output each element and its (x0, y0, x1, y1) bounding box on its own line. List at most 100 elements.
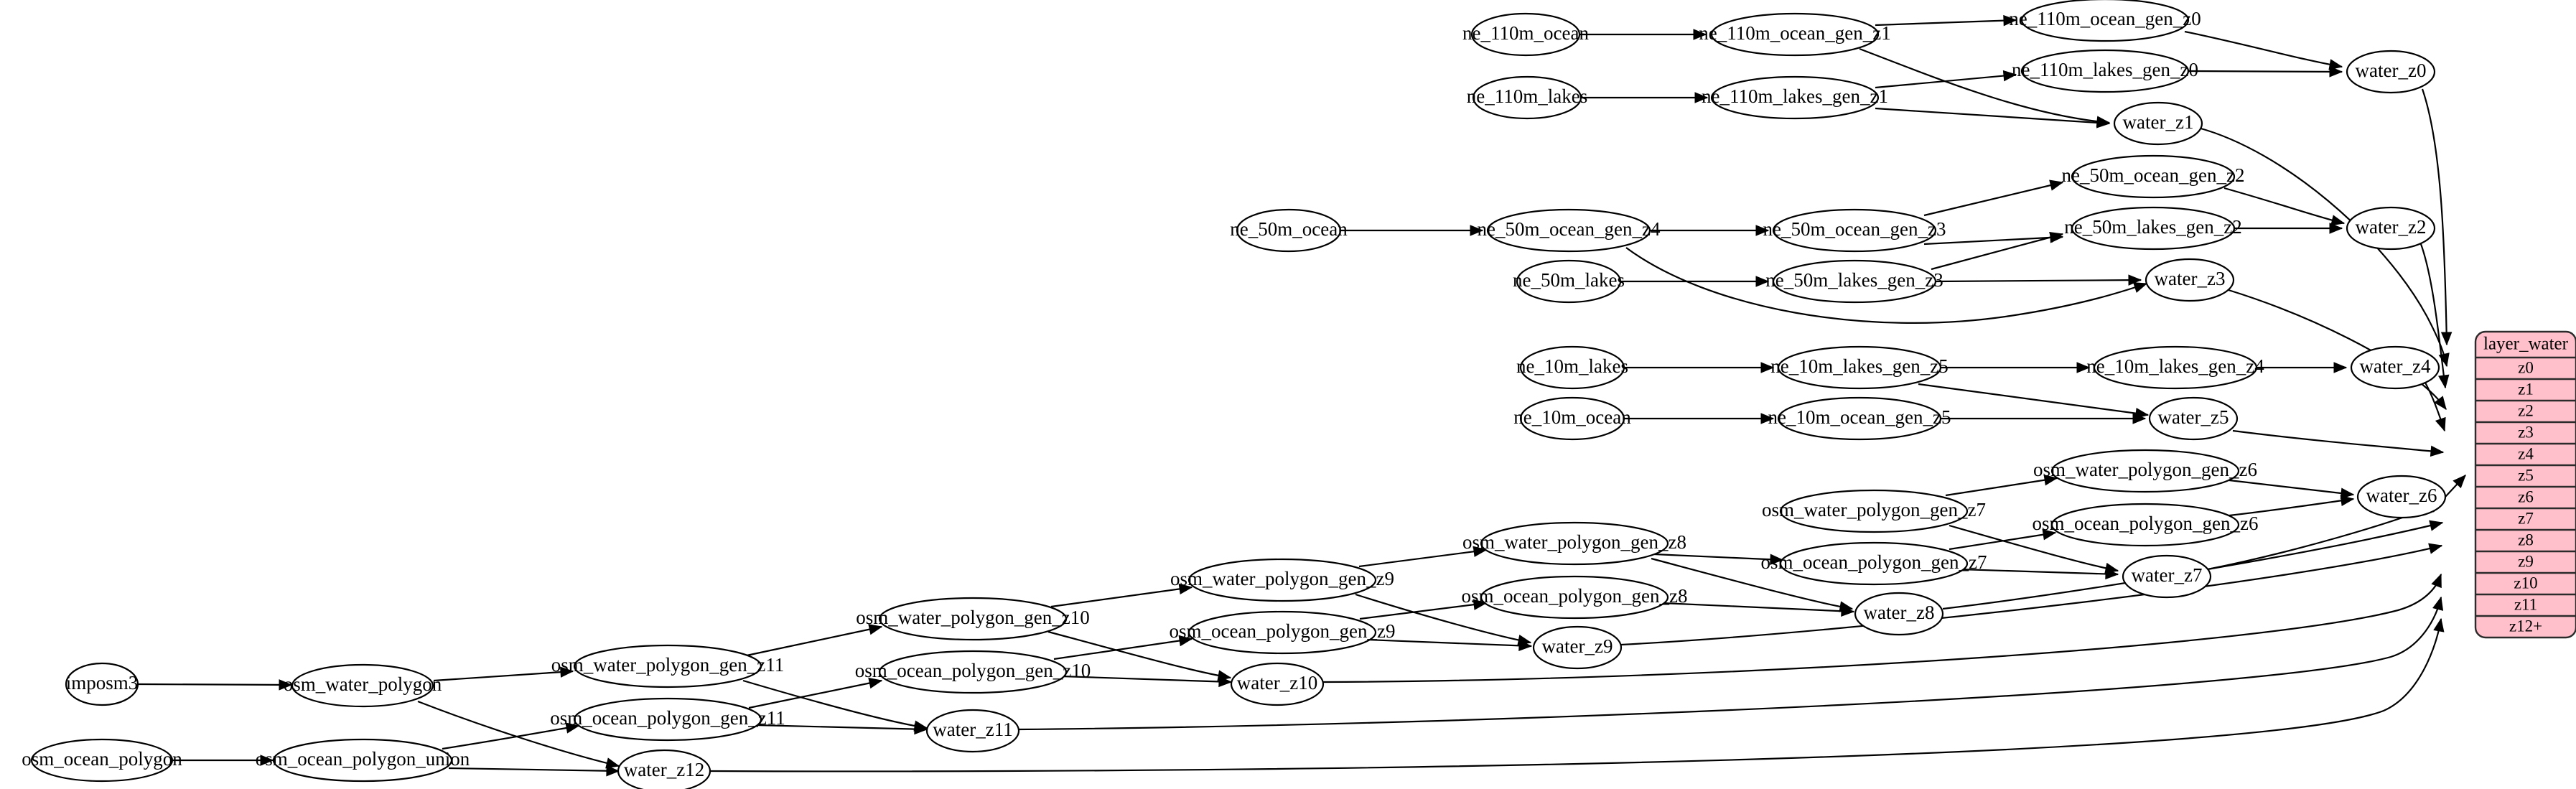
node-label-osm_ocean_polygon_gen_z7: osm_ocean_polygon_gen_z7 (1761, 551, 1987, 573)
node-ellipse (272, 738, 453, 783)
edge-ne_50m_lakes_gen_z3-to-ne_50m_lakes_gen_z2 (1931, 233, 2063, 271)
node-ne_50m_ocean_gen_z2[interactable]: ne_50m_ocean_gen_z2 (2062, 154, 2245, 199)
node-osm_water_polygon_gen_z7[interactable]: osm_water_polygon_gen_z7 (1762, 489, 1986, 533)
node-osm_water_polygon[interactable]: osm_water_polygon (284, 663, 442, 708)
arrowhead-icon (1760, 362, 1775, 373)
edge-osm_water_polygon_gen_z9-to-osm_water_polygon_gen_z8 (1358, 548, 1487, 568)
node-ne_110m_ocean_gen_z0[interactable]: ne_110m_ocean_gen_z0 (2009, 0, 2201, 42)
node-ne_50m_ocean_gen_z3[interactable]: ne_50m_ocean_gen_z3 (1763, 208, 1946, 253)
node-water_z3[interactable]: water_z3 (2145, 258, 2235, 302)
edge-ne_50m_ocean_gen_z4-to-water_z3 (1625, 247, 2147, 324)
node-ne_10m_lakes_gen_z5[interactable]: ne_10m_lakes_gen_z5 (1770, 345, 1949, 390)
node-ellipse (1472, 75, 1582, 120)
arrowhead-icon (1473, 599, 1488, 610)
node-water_z7[interactable]: water_z7 (2122, 554, 2212, 599)
layer-water-table[interactable]: layer_waterz0z1z2z3z4z5z6z7z8z9z10z11z12… (2474, 330, 2576, 639)
arrowhead-icon (2049, 232, 2064, 243)
node-label-osm_water_polygon_gen_z9: osm_water_polygon_gen_z9 (1170, 568, 1394, 589)
node-osm_water_polygon_gen_z8[interactable]: osm_water_polygon_gen_z8 (1462, 521, 1686, 566)
node-water_z12[interactable]: water_z12 (617, 749, 711, 789)
arrowhead-icon (868, 624, 883, 635)
node-water_z8[interactable]: water_z8 (1854, 592, 1944, 636)
arrowhead-icon (2433, 617, 2445, 632)
node-ne_110m_lakes[interactable]: ne_110m_lakes (1467, 75, 1587, 120)
node-ne_110m_lakes_gen_z0[interactable]: ne_110m_lakes_gen_z0 (2012, 49, 2198, 93)
node-label-water_z1: water_z1 (2123, 111, 2194, 133)
arrowhead-icon (2328, 59, 2343, 70)
edge-water_z2-to-table-z2 (2419, 243, 2447, 388)
node-osm_ocean_polygon_gen_z6[interactable]: osm_ocean_polygon_gen_z6 (2033, 503, 2259, 547)
arrowhead-icon (2076, 362, 2091, 373)
node-label-imposm3: imposm3 (66, 672, 139, 694)
node-ellipse (1486, 208, 1651, 253)
node-osm_ocean_polygon_gen_z8[interactable]: osm_ocean_polygon_gen_z8 (1462, 575, 1688, 620)
edge-osm_ocean_polygon_union-to-water_z12 (448, 767, 620, 772)
node-osm_ocean_polygon_gen_z7[interactable]: osm_ocean_polygon_gen_z7 (1761, 541, 1987, 586)
node-ne_10m_lakes_gen_z4[interactable]: ne_10m_lakes_gen_z4 (2086, 345, 2264, 390)
node-osm_ocean_polygon[interactable]: osm_ocean_polygon (22, 738, 182, 783)
node-ne_10m_ocean_gen_z5[interactable]: ne_10m_ocean_gen_z5 (1768, 396, 1951, 441)
node-label-ne_10m_ocean_gen_z5: ne_10m_ocean_gen_z5 (1768, 406, 1951, 428)
arrowhead-icon (2440, 332, 2453, 346)
node-water_z0[interactable]: water_z0 (2346, 50, 2436, 94)
node-label-ne_10m_lakes_gen_z4: ne_10m_lakes_gen_z4 (2086, 355, 2264, 377)
arrowhead-icon (1470, 225, 1484, 236)
node-ellipse (65, 662, 139, 706)
node-label-osm_water_polygon_gen_z6: osm_water_polygon_gen_z6 (2033, 459, 2257, 480)
node-osm_ocean_polygon_gen_z10[interactable]: osm_ocean_polygon_gen_z10 (855, 650, 1091, 694)
node-osm_water_polygon_gen_z9[interactable]: osm_water_polygon_gen_z9 (1170, 558, 1394, 602)
edge-osm_water_polygon-to-water_z12 (417, 700, 620, 767)
node-label-water_z11: water_z11 (933, 719, 1012, 740)
node-ellipse (1230, 662, 1325, 706)
node-water_z6[interactable]: water_z6 (2356, 475, 2447, 519)
arrowhead-icon (1218, 676, 1233, 688)
node-ellipse (1480, 575, 1669, 620)
node-water_z9[interactable]: water_z9 (1532, 625, 1623, 670)
node-ellipse (1480, 521, 1669, 566)
arrowhead-icon (2330, 215, 2346, 226)
arrowhead-icon (1518, 640, 1533, 652)
node-ellipse (1772, 259, 1937, 304)
node-ne_50m_lakes_gen_z2[interactable]: ne_50m_lakes_gen_z2 (2064, 206, 2242, 251)
node-ne_50m_ocean[interactable]: ne_50m_ocean (1230, 208, 1348, 253)
node-label-ne_10m_lakes_gen_z5: ne_10m_lakes_gen_z5 (1770, 355, 1948, 377)
node-ne_10m_lakes[interactable]: ne_10m_lakes (1516, 345, 1628, 390)
node-water_z1[interactable]: water_z1 (2113, 101, 2203, 146)
node-osm_ocean_polygon_union[interactable]: osm_ocean_polygon_union (256, 738, 470, 783)
node-water_z10[interactable]: water_z10 (1230, 662, 1325, 706)
node-ne_50m_lakes_gen_z3[interactable]: ne_50m_lakes_gen_z3 (1765, 259, 1943, 304)
node-ne_110m_lakes_gen_z1[interactable]: ne_110m_lakes_gen_z1 (1702, 75, 1888, 120)
node-ellipse (2356, 475, 2447, 519)
node-ellipse (2050, 449, 2240, 493)
node-label-ne_50m_lakes: ne_50m_lakes (1513, 269, 1625, 291)
node-osm_water_polygon_gen_z10[interactable]: osm_water_polygon_gen_z10 (856, 597, 1090, 641)
edge-ne_50m_ocean_gen_z3-to-ne_50m_lakes_gen_z2 (1923, 235, 2063, 246)
arrowhead-icon (565, 722, 580, 734)
node-ne_50m_lakes[interactable]: ne_50m_lakes (1513, 259, 1625, 304)
node-osm_ocean_polygon_gen_z11[interactable]: osm_ocean_polygon_gen_z11 (550, 697, 785, 742)
node-osm_ocean_polygon_gen_z9[interactable]: osm_ocean_polygon_gen_z9 (1170, 610, 1396, 655)
node-label-water_z5: water_z5 (2158, 406, 2229, 428)
edge-water_z11-to-table-z11 (1018, 597, 2442, 731)
node-water_z5[interactable]: water_z5 (2148, 396, 2239, 441)
node-water_z4[interactable]: water_z4 (2350, 345, 2440, 390)
arrowhead-icon (605, 757, 620, 769)
arrowhead-icon (2430, 445, 2445, 457)
node-label-ne_50m_lakes_gen_z3: ne_50m_lakes_gen_z3 (1765, 269, 1943, 291)
node-ne_50m_ocean_gen_z4[interactable]: ne_50m_ocean_gen_z4 (1478, 208, 1661, 253)
node-osm_water_polygon_gen_z6[interactable]: osm_water_polygon_gen_z6 (2033, 449, 2257, 493)
node-ellipse (1710, 75, 1880, 120)
table-row-label-z1: z1 (2518, 380, 2534, 398)
node-ne_110m_ocean_gen_z1[interactable]: ne_110m_ocean_gen_z1 (1699, 12, 1891, 57)
node-osm_water_polygon_gen_z11[interactable]: osm_water_polygon_gen_z11 (551, 644, 784, 688)
edge-water_z0-to-table-z0 (2421, 88, 2448, 345)
node-ne_110m_ocean[interactable]: ne_110m_ocean (1462, 12, 1589, 57)
node-water_z2[interactable]: water_z2 (2346, 206, 2436, 251)
arrowhead-icon (2329, 223, 2343, 234)
table-row-label-z9: z9 (2518, 552, 2534, 570)
node-ne_10m_ocean[interactable]: ne_10m_ocean (1513, 396, 1631, 441)
node-ellipse (1777, 396, 1942, 441)
edge-ne_50m_ocean_gen_z3-to-ne_50m_ocean_gen_z2 (1923, 181, 2063, 217)
node-water_z11[interactable]: water_z11 (925, 709, 1020, 753)
node-imposm3[interactable]: imposm3 (65, 662, 139, 706)
